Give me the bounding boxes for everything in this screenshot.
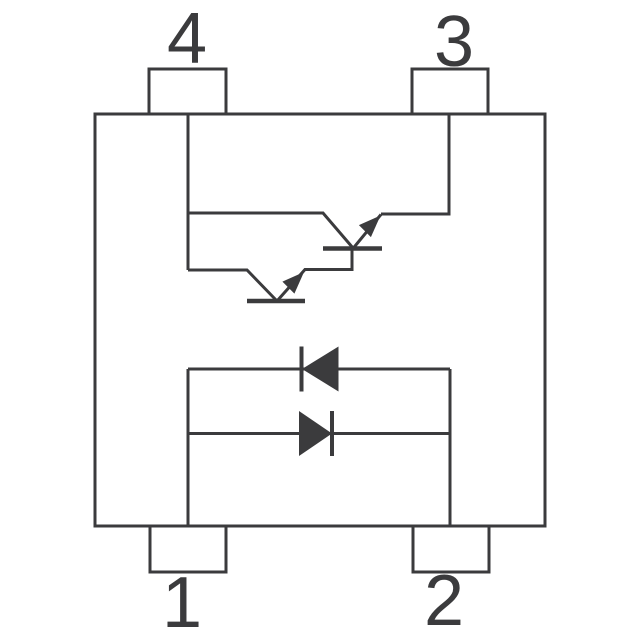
led-net-wires [186, 367, 452, 526]
pin-2-label: 2 [424, 561, 464, 640]
linework-group [93, 67, 547, 574]
d1-triangle-icon [302, 346, 339, 392]
t1-emitter-arrow-icon [282, 272, 304, 294]
package-outline [93, 112, 547, 528]
pin4-collector-net [186, 114, 355, 303]
pin-labels-group: 4 3 1 2 [162, 0, 474, 640]
t2-emitter-arrow-icon [358, 215, 381, 238]
pin-1-label: 1 [162, 563, 202, 640]
pin-3-label: 3 [434, 2, 474, 82]
d2-triangle-icon [299, 411, 332, 456]
t1-emitter-to-t2-base-wire [275, 248, 354, 302]
filled-symbols-group [282, 215, 381, 456]
pin-4-label: 4 [167, 0, 207, 79]
